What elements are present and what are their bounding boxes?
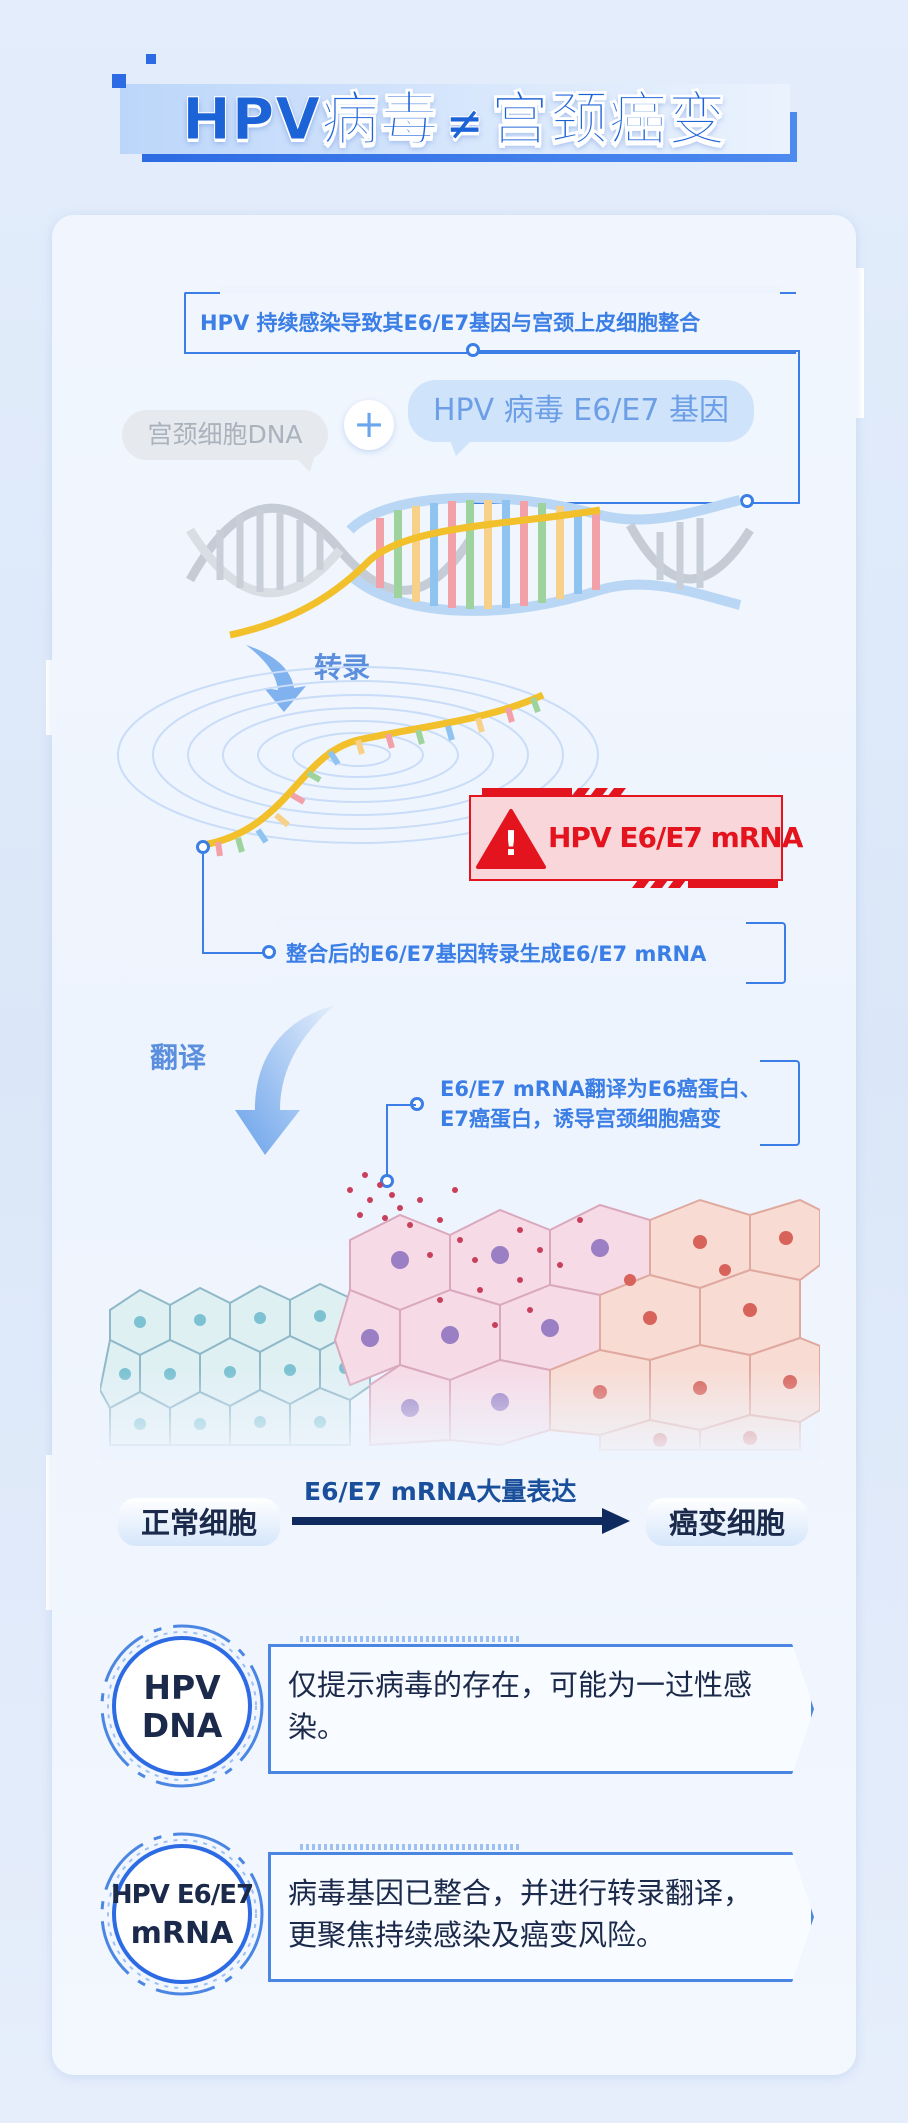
translation-bracket-mask-bottom — [420, 1138, 760, 1146]
expression-arrow-label: E6/E7 mRNA大量表达 — [304, 1477, 577, 1506]
title-neq: ≠ — [445, 96, 485, 151]
cancer-cell-pill — [646, 1498, 808, 1546]
dna-helix-illustration — [186, 492, 754, 639]
translate-arrow-icon — [235, 1005, 335, 1155]
integration-callout-mask — [220, 286, 780, 294]
transcribe-arrow-icon — [246, 645, 306, 712]
hpv-dna-info-box — [268, 1644, 814, 1774]
translation-connector — [386, 1104, 416, 1182]
hpv-mrna-badge-line1: HPV E6/E7 — [110, 1880, 254, 1910]
integration-connector — [472, 350, 800, 504]
title-banner: HPV病毒≠宫颈癌变 — [112, 54, 797, 164]
hpv-gene-pill: HPV 病毒 E6/E7 基因 — [408, 380, 754, 442]
alert-text: HPV E6/E7 mRNA — [548, 821, 803, 854]
hpv-mrna-info-text: 病毒基因已整合，并进行转录翻译，更聚焦持续感染及癌变风险。 — [288, 1876, 753, 1952]
hpv-mrna-info-deco — [300, 1844, 520, 1850]
cancer-cell-label: 癌变细胞 — [668, 1506, 785, 1540]
hpv-gene-pill-tail — [450, 440, 472, 456]
transcription-bracket-mask — [276, 918, 746, 926]
hpv-gene-label: HPV 病毒 E6/E7 基因 — [433, 393, 729, 428]
cervical-dna-pill-tail — [296, 458, 314, 472]
cervical-dna-label: 宫颈细胞DNA — [147, 420, 303, 449]
hpv-mrna-badge-line2: mRNA — [130, 1916, 234, 1951]
hpv-dna-badge-line2: DNA — [141, 1706, 223, 1745]
mrna-anchor-dot — [196, 840, 210, 854]
transcription-callout-dot — [262, 945, 276, 959]
title-deco-square — [112, 74, 126, 88]
cells-illustration — [100, 1160, 820, 1460]
hpv-mrna-info-box — [268, 1852, 814, 1982]
title-left: HPV病毒 — [182, 85, 440, 154]
hpv-dna-badge-ring — [100, 1624, 264, 1788]
hpv-mrna-badge-ring — [100, 1832, 264, 1996]
cervical-dna-pill: 宫颈细胞DNA — [122, 410, 328, 460]
hpv-dna-info-deco — [300, 1636, 520, 1642]
hpv-dna-info-text: 仅提示病毒的存在，可能为一过性感染。 — [288, 1668, 753, 1744]
title-banner-bar — [120, 84, 790, 154]
mrna-alert-box: ! HPV E6/E7 mRNA — [468, 786, 803, 892]
page-title: HPV病毒≠宫颈癌变 — [112, 72, 797, 156]
mrna-ripple-illustration — [117, 666, 599, 857]
warning-triangle-icon — [476, 809, 546, 869]
translate-label: 翻译 — [150, 1041, 207, 1074]
integration-callout-text: HPV 持续感染导致其E6/E7基因与宫颈上皮细胞整合 — [200, 311, 701, 335]
title-deco-square-small — [146, 54, 156, 64]
integration-callout-dot — [466, 343, 480, 357]
hpv-dna-badge: HPV DNA — [98, 1622, 266, 1790]
transcription-bracket-mask-bottom — [276, 976, 746, 984]
transcription-callout-text: 整合后的E6/E7基因转录生成E6/E7 mRNA — [286, 942, 707, 966]
title-right: 宫颈癌变 — [490, 85, 727, 154]
hpv-mrna-badge: HPV E6/E7 mRNA — [98, 1830, 266, 1998]
plus-icon: + — [344, 400, 394, 450]
warning-exclamation: ! — [503, 824, 519, 864]
translation-bracket-mask — [420, 1056, 760, 1064]
normal-cell-pill — [118, 1498, 280, 1546]
translation-callout-line2: E7癌蛋白，诱导宫颈细胞癌变 — [440, 1107, 721, 1131]
translation-callout-line1: E6/E7 mRNA翻译为E6癌蛋白、 — [440, 1077, 761, 1101]
normal-cell-label: 正常细胞 — [140, 1506, 257, 1540]
dna-anchor-dot — [740, 494, 754, 508]
transcription-connector — [202, 854, 270, 954]
hpv-dna-badge-line1: HPV — [143, 1668, 221, 1707]
expression-arrow-icon — [292, 1508, 630, 1534]
